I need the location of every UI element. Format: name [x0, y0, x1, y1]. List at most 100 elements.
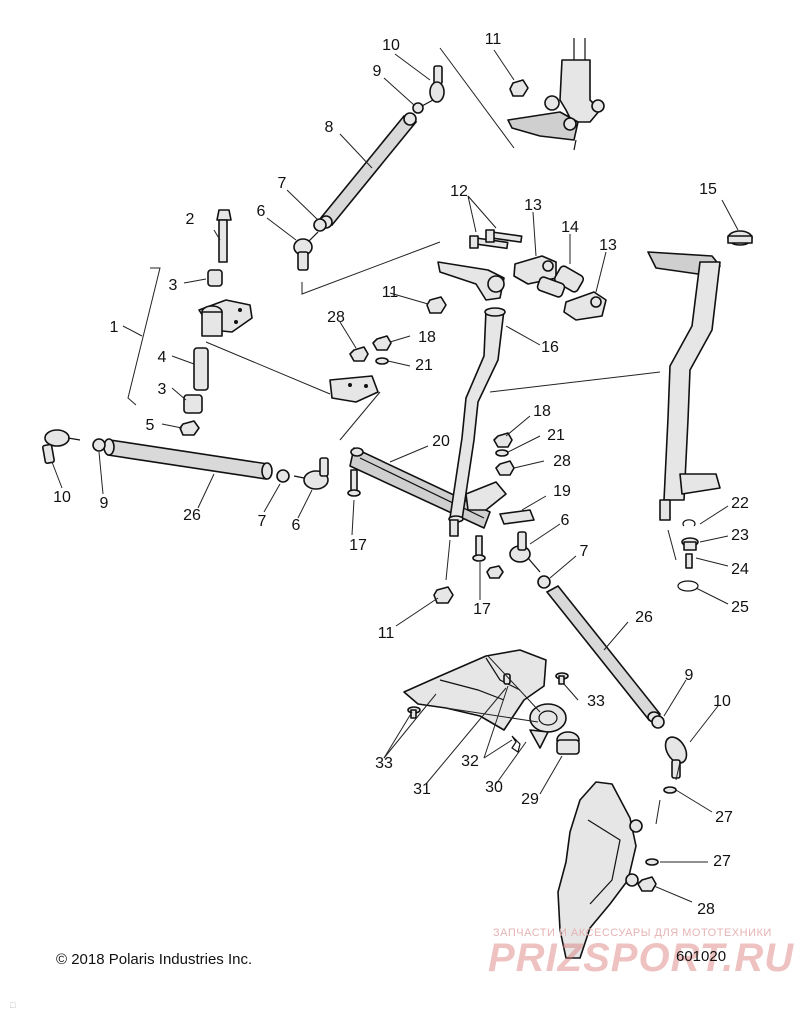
handlebar-bracket [507, 38, 605, 151]
callout-28: 28 [327, 309, 345, 326]
callout-25: 25 [731, 599, 749, 616]
pitman-plate [329, 375, 379, 403]
nut-11-mid [426, 296, 447, 314]
rod-end-10-left [42, 429, 81, 465]
callout-10: 10 [53, 489, 71, 506]
callout-26: 26 [635, 609, 653, 626]
callout-19: 19 [553, 483, 571, 500]
jam-nut-9-right [651, 715, 665, 729]
callout-13: 13 [524, 197, 542, 214]
sleeve-4 [193, 347, 209, 391]
nut-18-center [372, 335, 392, 351]
boot-29 [556, 731, 580, 755]
jam-nut-9-left [92, 438, 106, 452]
nut-lower-17 [486, 565, 504, 579]
callout-6: 6 [292, 517, 301, 534]
upper-rod-end-10 [421, 65, 445, 107]
clip-22 [682, 519, 696, 527]
callout-14: 14 [561, 219, 579, 236]
callout-22: 22 [731, 495, 749, 512]
nut-28-knuckle [637, 876, 657, 892]
jam-nut-7-left [276, 469, 290, 483]
jam-nut-7-right [537, 575, 551, 589]
corner-mark: □ [10, 1000, 16, 1010]
nut-5 [179, 420, 200, 436]
callout-12: 12 [450, 183, 468, 200]
steering-knuckle [557, 781, 643, 959]
nut-11-top [509, 79, 529, 97]
ring-25 [677, 580, 699, 592]
callout-3: 3 [158, 381, 167, 398]
callout-27: 27 [713, 853, 731, 870]
nut-18-right [493, 432, 513, 448]
callout-31: 31 [413, 781, 431, 798]
rod-end-6-left [293, 457, 329, 490]
callout-33: 33 [587, 693, 605, 710]
left-tie-rod [103, 438, 273, 480]
callout-21: 21 [547, 427, 565, 444]
bushing-3-top [207, 269, 223, 287]
upper-rod-end-6 [293, 231, 319, 271]
lower-cover-31 [403, 649, 547, 731]
nut-28-right [495, 460, 515, 476]
bushing-23 [681, 537, 699, 551]
callout-33: 33 [375, 755, 393, 772]
callout-26: 26 [183, 507, 201, 524]
rod-end-10-right [664, 736, 688, 779]
upper-jam-nut-9 [412, 102, 424, 114]
callout-21: 21 [415, 357, 433, 374]
callout-4: 4 [158, 349, 167, 366]
callout-11: 11 [378, 625, 395, 642]
callout-29: 29 [521, 791, 539, 808]
callout-20: 20 [432, 433, 450, 450]
callout-1: 1 [110, 319, 119, 336]
callout-labels: 1 2 3 3 4 5 6 6 6 7 7 7 8 9 9 9 10 10 10… [53, 31, 749, 918]
callout-17: 17 [349, 537, 367, 554]
leader-lines [51, 47, 739, 903]
clamp-13-right [563, 291, 607, 321]
washer-27-top [663, 786, 677, 794]
rod-end-6-right [509, 531, 541, 573]
callout-7: 7 [278, 175, 287, 192]
cap-15 [727, 230, 753, 246]
watermark-tagline: ЗАПЧАСТИ И АКСЕССУАРЫ ДЛЯ МОТОТЕХНИКИ [493, 927, 772, 939]
bolt-17-left [347, 469, 361, 497]
watermark-brand: PRIZSPORT.RU [488, 936, 795, 980]
callout-28: 28 [553, 453, 571, 470]
bolt-2 [216, 209, 232, 263]
callout-8: 8 [325, 119, 334, 136]
callout-11: 11 [485, 31, 502, 48]
sleeve-lower [536, 276, 566, 298]
callout-17: 17 [473, 601, 491, 618]
callout-18: 18 [418, 329, 436, 346]
nut-11-lower [433, 586, 454, 604]
callout-23: 23 [731, 527, 749, 544]
clip-32 [511, 735, 521, 753]
callout-6: 6 [561, 512, 570, 529]
bolt-17-right [472, 535, 486, 562]
upper-tie-rod [318, 112, 418, 229]
callout-27: 27 [715, 809, 733, 826]
callout-9: 9 [373, 63, 382, 80]
column-lower-bracket [465, 481, 507, 511]
washer-21-center [375, 357, 389, 365]
steering-bracket [198, 299, 253, 337]
callout-16: 16 [541, 339, 559, 356]
pin-24 [685, 553, 693, 569]
right-column-view [647, 251, 721, 521]
callout-15: 15 [699, 181, 717, 198]
callout-10: 10 [713, 693, 731, 710]
pitman-arm [437, 261, 505, 301]
callout-5: 5 [146, 417, 155, 434]
bushing-3-bottom [183, 394, 203, 414]
plate-19 [499, 509, 535, 525]
callout-28: 28 [697, 901, 715, 918]
callout-13: 13 [599, 237, 617, 254]
callout-3: 3 [169, 277, 178, 294]
callout-18: 18 [533, 403, 551, 420]
callout-7: 7 [258, 513, 267, 530]
callout-6: 6 [257, 203, 266, 220]
copyright-notice: © 2018 Polaris Industries Inc. [56, 951, 253, 968]
callout-11: 11 [382, 284, 399, 301]
